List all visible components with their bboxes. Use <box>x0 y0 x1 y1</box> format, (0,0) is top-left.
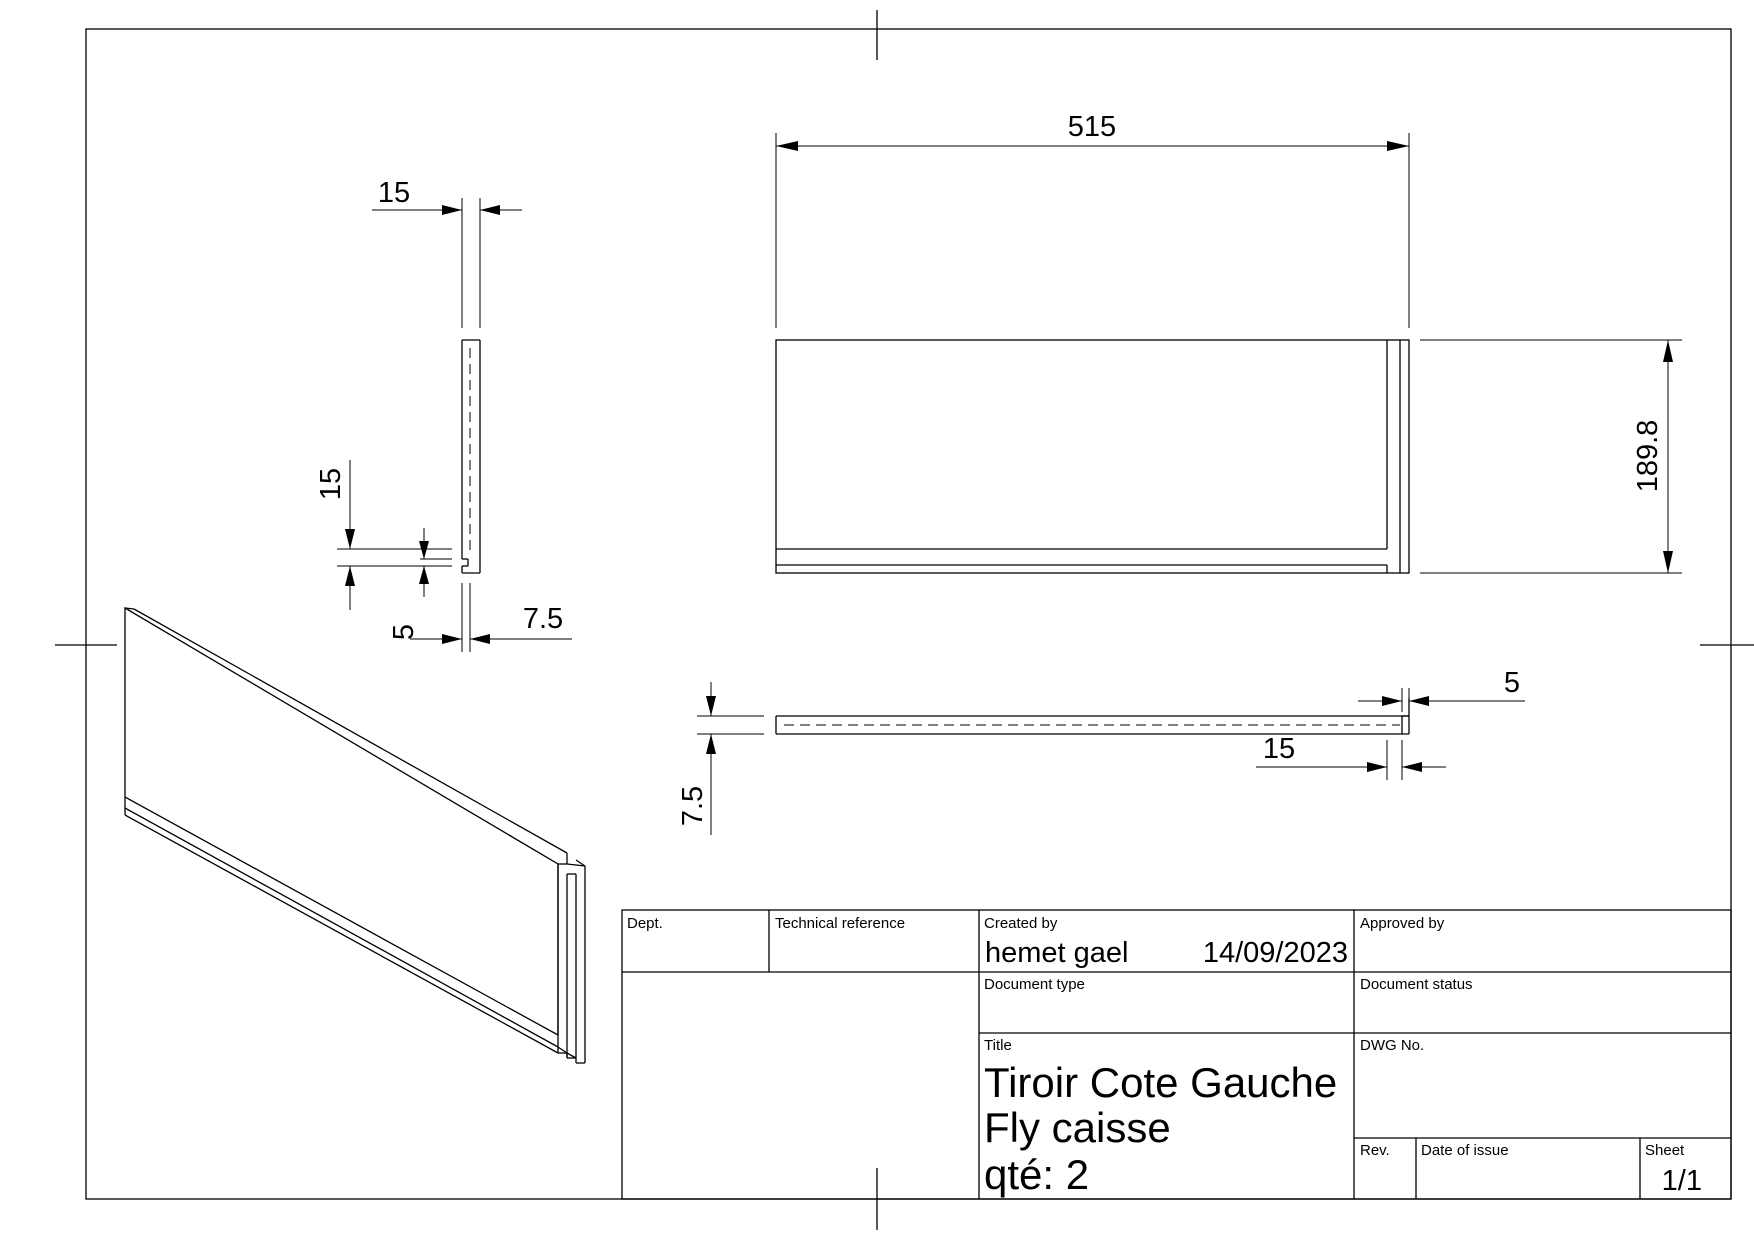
title-line-1: Tiroir Cote Gauche <box>984 1059 1337 1106</box>
approved-by-label: Approved by <box>1360 915 1445 932</box>
isometric-view <box>124 606 586 1064</box>
sheet-value: 1/1 <box>1662 1165 1702 1197</box>
created-by-value: hemet gael <box>985 937 1129 969</box>
created-by-label: Created by <box>984 915 1058 932</box>
title-line-2: Fly caisse <box>984 1104 1171 1151</box>
date-of-issue-label: Date of issue <box>1421 1142 1509 1159</box>
dim-label-515: 515 <box>1068 111 1116 143</box>
dimension-bottom-offset: 15 <box>1256 733 1446 780</box>
created-date-value: 14/09/2023 <box>1203 937 1348 969</box>
front-view <box>775 339 1410 574</box>
dimension-bottom-lip: 5 <box>1358 667 1525 712</box>
dimension-bottom-thickness: 7.5 <box>677 682 764 835</box>
dim-label-bottom-5: 5 <box>1504 667 1520 699</box>
dim-label-groove-15: 15 <box>315 468 347 500</box>
top-view <box>775 698 1410 735</box>
dim-label-side-5: 5 <box>388 624 420 640</box>
title-label: Title <box>984 1037 1012 1054</box>
dwg-no-label: DWG No. <box>1360 1037 1424 1054</box>
dim-label-bottom-7-5: 7.5 <box>677 786 709 826</box>
dimension-side-groove-height: 15 <box>315 460 452 610</box>
rev-label: Rev. <box>1360 1142 1390 1159</box>
dim-label-189-8: 189.8 <box>1632 420 1664 493</box>
dimension-side-lip <box>419 528 452 597</box>
sheet-border <box>85 28 1732 1200</box>
doc-type-label: Document type <box>984 976 1085 993</box>
dimension-top-width: 515 <box>775 111 1410 328</box>
tech-ref-label: Technical reference <box>775 915 905 932</box>
dim-label-side-7-5: 7.5 <box>523 603 563 635</box>
title-block: Dept. Technical reference Created by hem… <box>621 909 1732 1200</box>
dimension-right-height: 189.8 <box>1420 339 1682 574</box>
sheet-label: Sheet <box>1645 1142 1685 1159</box>
center-marks <box>55 10 1754 1230</box>
dim-label-bottom-15: 15 <box>1263 733 1295 765</box>
dimension-side-groove-depth: 5 7.5 <box>388 583 572 652</box>
doc-status-label: Document status <box>1360 976 1473 993</box>
title-line-3: qté: 2 <box>984 1151 1089 1198</box>
dept-label: Dept. <box>627 915 663 932</box>
dim-label-side-15: 15 <box>378 177 410 209</box>
side-view <box>461 339 481 574</box>
dimension-side-thickness: 15 <box>372 177 522 328</box>
